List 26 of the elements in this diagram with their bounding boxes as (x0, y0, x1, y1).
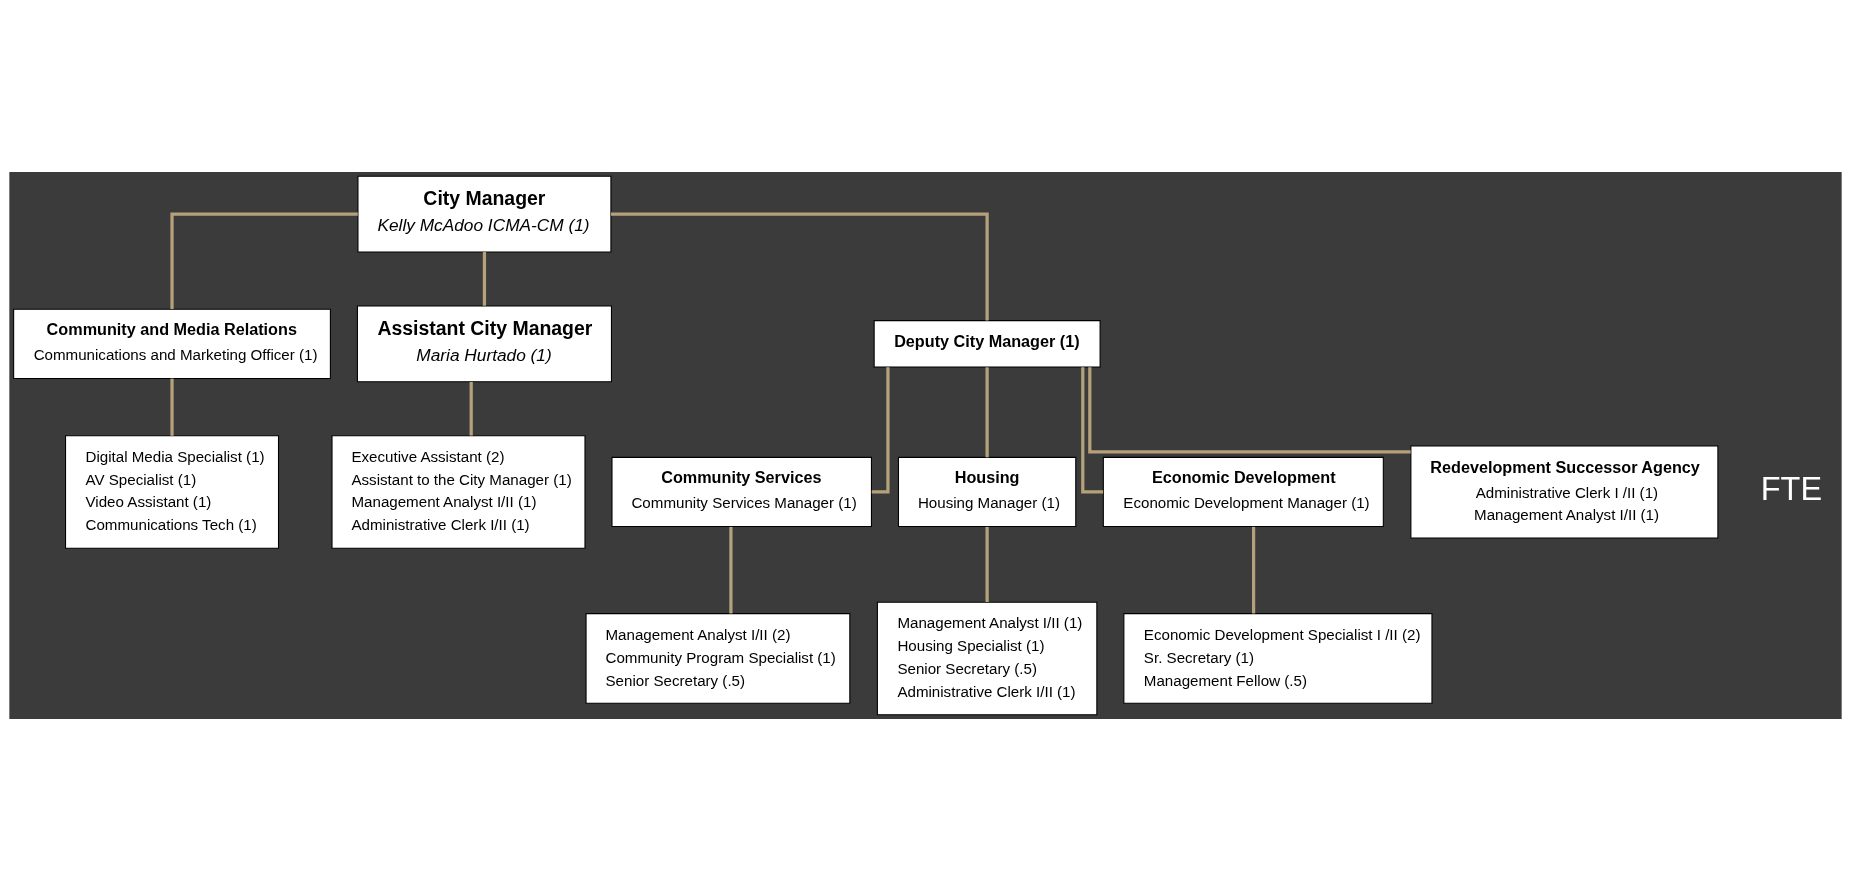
connector (170, 378, 174, 436)
node-box: Community Services Community Services Manager (1) (611, 456, 872, 527)
node-box: Economic Development Economic Development Manager (1) (1102, 456, 1384, 527)
connector (871, 366, 890, 494)
node-box: Economic Development Specialist I /II (2) Sr. Secretary (1) Management Fellow (.5) (1123, 612, 1433, 704)
connector (469, 381, 473, 436)
node-box: Assistant City Manager Maria Hurtado (1) (356, 305, 612, 382)
connector (170, 212, 358, 309)
node-box: Redevelopment Successor Agency Administrative Clerk I /II (1) Management Analyst I/II (1) (1410, 445, 1719, 538)
node-box: City Manager Kelly McAdoo ICMA-CM (1) (357, 175, 612, 253)
label: FTE (1760, 470, 1823, 507)
connector (1081, 366, 1104, 494)
node-box: Management Analyst I/II (1) Housing Specialist (1) Senior Secretary (.5) Administrative Clerk I/II (1) (876, 601, 1098, 715)
connector (1088, 366, 1411, 454)
node-box: Digital Media Specialist (1) AV Specialist (1) Video Assistant (1) Communications Tech (1) (65, 434, 280, 549)
node-box: Deputy City Manager (1) (873, 319, 1101, 368)
node-box: Housing Housing Manager (1) (897, 456, 1077, 527)
node-box: Executive Assistant (2) Assistant to the City Manager (1) Management Analyst I/II (1) Administrative Clerk I/II (1) (331, 434, 586, 549)
connector (482, 251, 487, 306)
node-box: Management Analyst I/II (2) Community Program Specialist (1) Senior Secretary (.5) (585, 612, 851, 704)
connector (610, 212, 989, 320)
connector (729, 526, 733, 613)
connector (985, 366, 989, 457)
connector (985, 526, 989, 602)
connector (1251, 526, 1256, 613)
node-box: Community and Media Relations Communications and Marketing Officer (1) (13, 308, 331, 379)
